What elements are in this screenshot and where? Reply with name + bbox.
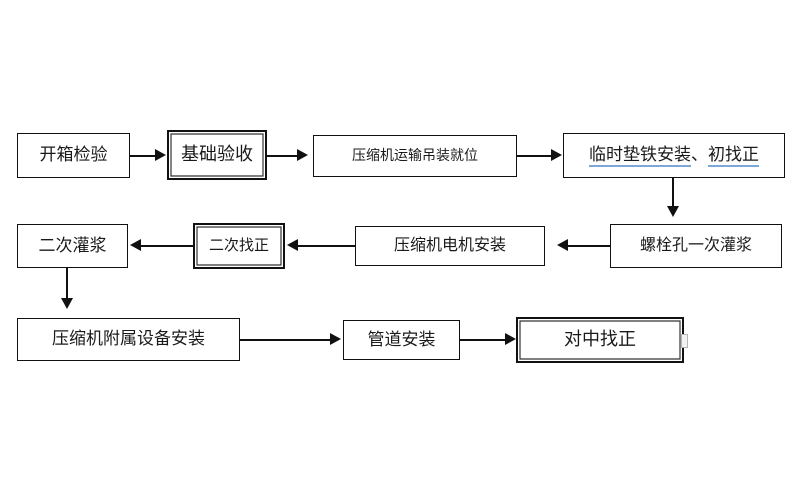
connector-n4-n8 [672, 178, 674, 213]
node-erci-zhaozheng[interactable]: 二次找正 [193, 223, 285, 269]
node-fushu-shebei-anzhuang[interactable]: 压缩机附属设备安装 [17, 318, 240, 361]
connector-n1-n2 [130, 155, 157, 157]
connector-n7-n6 [297, 245, 355, 247]
arrow-head-right [551, 149, 562, 161]
node-yunshu-diaozhuang[interactable]: 压缩机运输吊装就位 [313, 135, 517, 177]
node-dianji-anzhuang[interactable]: 压缩机电机安装 [355, 226, 545, 266]
node-label: 临时垫铁安装、初找正 [585, 145, 763, 168]
arrow-head-right [155, 149, 166, 161]
node-label: 二次找正 [208, 236, 269, 254]
arrow-head-down [667, 206, 679, 217]
node-label: 开箱检验 [39, 145, 108, 165]
arrow-head-left [557, 239, 568, 251]
connector-n3-n4 [517, 155, 554, 157]
connector-n5-n9 [66, 268, 68, 305]
connector-n2-n3 [267, 155, 300, 157]
node-label-segment-2: 初找正 [708, 145, 759, 168]
connector-n10-n11 [460, 339, 508, 341]
connector-n9-n10 [240, 339, 332, 341]
node-label: 压缩机附属设备安装 [52, 329, 205, 349]
node-guandao-anzhuang[interactable]: 管道安装 [343, 320, 460, 360]
selection-handle[interactable] [681, 334, 688, 348]
arrow-head-left [130, 239, 141, 251]
arrow-head-down [61, 298, 73, 309]
node-label: 压缩机运输吊装就位 [352, 147, 478, 164]
node-label-separator: 、 [691, 145, 708, 165]
arrow-head-right [297, 149, 308, 161]
connector-n6-n5 [140, 245, 193, 247]
node-jichu-yanshou[interactable]: 基础验收 [167, 130, 267, 180]
node-luoshuankong-guanjiang[interactable]: 螺栓孔一次灌浆 [610, 224, 782, 268]
arrow-head-right [505, 333, 516, 345]
node-linshi-dietie[interactable]: 临时垫铁安装、初找正 [563, 133, 785, 178]
node-label: 螺栓孔一次灌浆 [639, 237, 752, 255]
node-label: 二次灌浆 [38, 235, 107, 255]
node-kaixiang-jianyan[interactable]: 开箱检验 [17, 133, 130, 178]
connector-n8-n7 [567, 245, 612, 247]
node-duizhong-zhaozheng[interactable]: 对中找正 [516, 317, 684, 363]
node-label: 对中找正 [564, 329, 636, 350]
arrow-head-left [287, 239, 298, 251]
arrow-head-right [330, 333, 341, 345]
node-label: 管道安装 [367, 329, 436, 349]
node-label: 基础验收 [181, 144, 253, 165]
node-erci-guanjiang[interactable]: 二次灌浆 [17, 224, 128, 268]
node-label-segment-1: 临时垫铁安装 [589, 145, 691, 168]
node-label: 压缩机电机安装 [393, 237, 506, 255]
